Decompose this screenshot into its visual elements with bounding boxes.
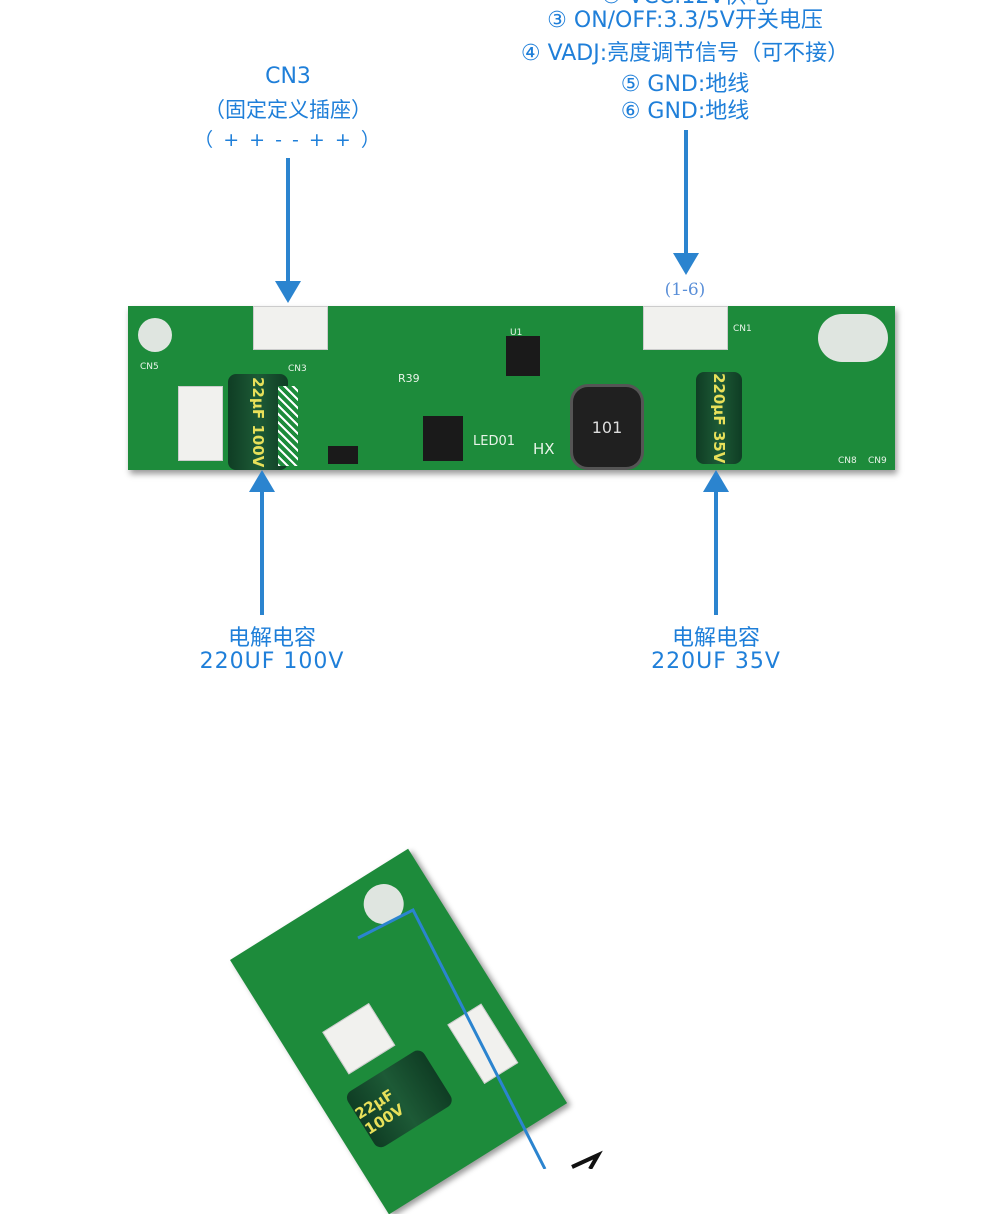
cap-left-title: 电解电容 — [227, 626, 316, 651]
cn3-subtitle: （固定定义插座） — [204, 98, 372, 122]
cn1-pin-range: (1-6) — [664, 280, 706, 300]
outline-bracket — [357, 907, 603, 1169]
cn5-connector — [178, 386, 223, 461]
silk-r39: R39 — [398, 372, 420, 385]
u1-chip — [506, 336, 540, 376]
cn3-arrow — [286, 158, 290, 283]
cap-left-arrow-head — [249, 470, 275, 492]
cap-right-title: 电解电容 — [671, 626, 760, 651]
cap-right-spec: 220UF 35V — [651, 649, 781, 674]
inductor: 101 — [570, 384, 644, 470]
diode — [328, 446, 358, 464]
silk-cn8: CN8 — [838, 456, 857, 466]
cn3-connector — [253, 306, 328, 350]
black-arrow-mark — [571, 1150, 603, 1169]
cap-right-arrow — [714, 490, 718, 615]
silk-brand: HX — [533, 440, 555, 458]
capacitor-stripe — [278, 386, 298, 466]
silk-u1: U1 — [510, 328, 523, 338]
mosfet-chip — [423, 416, 463, 461]
pin-6-label: ⑥ GND:地线 — [620, 99, 750, 124]
pin-2-label: ② VCC:12V供电 — [470, 0, 900, 12]
mount-hole — [138, 318, 172, 352]
pin-5-label: ⑤ GND:地线 — [620, 72, 750, 97]
silk-cn9: CN9 — [868, 456, 887, 466]
cn1-arrow — [684, 130, 688, 255]
capacitor-220uf: 220µF 35V — [696, 372, 742, 464]
silk-cn3: CN3 — [288, 364, 307, 374]
cn1-connector — [643, 306, 728, 350]
pin-3-label: ③ ON/OFF:3.3/5V开关电压 — [547, 8, 823, 33]
silk-model: LED01 — [473, 434, 516, 449]
pin-4-label: ④ VADJ:亮度调节信号（可不接） — [520, 41, 850, 66]
cn1-arrow-head — [673, 253, 699, 275]
cn3-polarity: （ + + - - + + ） — [194, 129, 382, 151]
led-driver-board: 22µF 100V 101 220µF 35V CN3 CN1 CN5 CN8 … — [128, 306, 895, 470]
silk-cn1: CN1 — [733, 324, 752, 334]
cap-left-spec: 220UF 100V — [199, 649, 345, 674]
cap-right-arrow-head — [703, 470, 729, 492]
cn3-arrow-head — [275, 281, 301, 303]
mount-hole — [818, 314, 888, 362]
bracket-line — [357, 907, 547, 1169]
silk-cn5: CN5 — [140, 362, 159, 372]
cap-left-arrow — [260, 490, 264, 615]
cn3-title: CN3 — [265, 64, 311, 89]
